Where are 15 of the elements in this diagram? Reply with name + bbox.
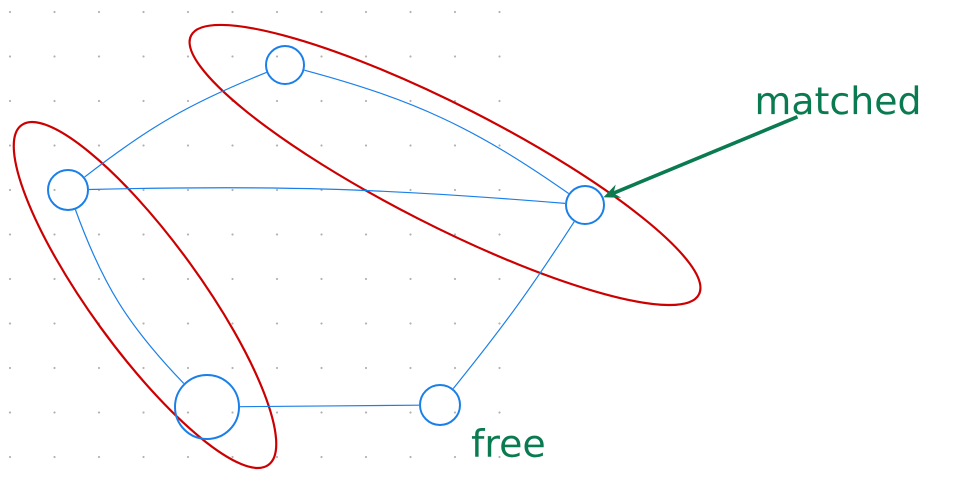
- vertex-circle: [565, 184, 605, 225]
- vertex-circle: [419, 384, 461, 426]
- matching-loop: [12, 121, 278, 469]
- graph-edge: [84, 72, 267, 178]
- handwritten-label: free: [472, 428, 544, 458]
- graph-edge: [74, 209, 184, 384]
- vertex-circle: [265, 45, 305, 85]
- handwritten-label: matched: [758, 85, 918, 115]
- matching-loop: [188, 24, 702, 306]
- graph-edge: [304, 70, 569, 194]
- vertex-circle: [47, 168, 89, 211]
- graph-edge: [240, 404, 420, 408]
- graph-edge: [452, 221, 575, 390]
- vertex-circle: [174, 374, 240, 440]
- graph-edge: [88, 187, 566, 204]
